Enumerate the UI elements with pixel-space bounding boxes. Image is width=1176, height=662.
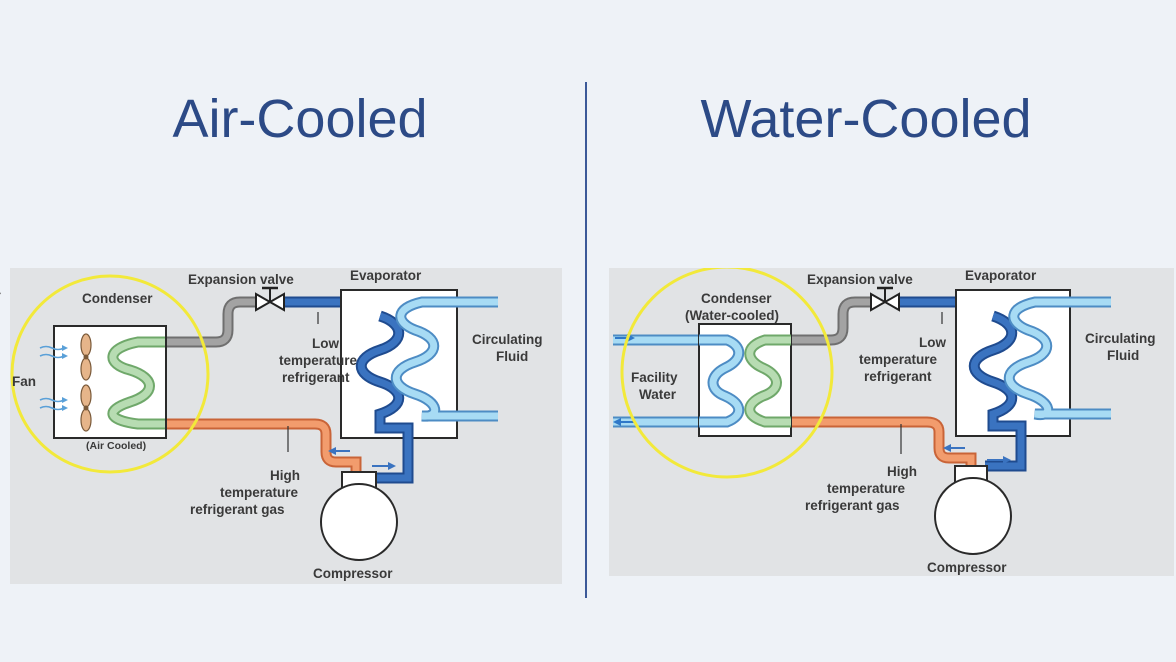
condenser-label-line1: Condenser	[701, 291, 772, 306]
flow-arrowhead-right	[1003, 456, 1011, 464]
low-temp-label-line1: Low	[919, 335, 946, 350]
high-temp-label-line3: refrigerant gas	[805, 498, 900, 513]
high-temp-label-line1: High	[270, 468, 300, 483]
valve-icon	[255, 286, 285, 312]
low-temp-label-line1: Low	[312, 336, 339, 351]
compressor-label: Compressor	[313, 566, 393, 581]
evaporator-refrigerant-coil	[357, 312, 412, 482]
water-cooled-diagram: Condenser (Water-cooled) Expansion valve…	[609, 268, 1174, 576]
compressor-label: Compressor	[927, 560, 1007, 575]
air-cooled-title: Air-Cooled	[172, 89, 428, 149]
water-cooled-title: Water-Cooled	[700, 89, 1032, 149]
expansion-valve-label: Expansion valve	[807, 272, 913, 287]
circulating-fluid-label-line2: Fluid	[496, 349, 528, 364]
expansion-valve-label: Expansion valve	[188, 272, 294, 287]
circulating-fluid-label-line2: Fluid	[1107, 348, 1139, 363]
air-cooled-diagram: Condenser Expansion valve Evaporator Low…	[10, 268, 562, 584]
condensed-pipe	[165, 298, 262, 346]
center-divider	[585, 82, 587, 598]
low-temp-label-line3: refrigerant	[864, 369, 932, 384]
condenser-highlight-circle	[10, 274, 210, 474]
fan-icon	[80, 333, 92, 381]
high-temp-label-line3: refrigerant gas	[190, 502, 285, 517]
low-temp-label-line2: temperature	[859, 352, 938, 367]
high-temp-label-line1: High	[887, 464, 917, 479]
condenser-highlight-circle	[620, 268, 834, 479]
facility-water-label-line2: Water	[639, 387, 677, 402]
air-flow-arrows	[39, 345, 68, 411]
left-edge-chevron-icon: ›	[0, 286, 2, 300]
condenser-label-line2: (Water-cooled)	[685, 308, 779, 323]
compressor-icon	[934, 477, 1012, 555]
evaporator-label: Evaporator	[965, 268, 1037, 283]
low-temp-label-line3: refrigerant	[282, 370, 350, 385]
condenser-label: Condenser	[82, 291, 153, 306]
air-cooled-label: (Air Cooled)	[86, 440, 146, 452]
circulating-fluid-coil	[1005, 298, 1111, 419]
high-temp-label-line2: temperature	[220, 485, 299, 500]
fan-label: Fan	[12, 374, 36, 389]
high-temp-pipe	[791, 418, 975, 468]
flow-arrowhead-left	[943, 444, 951, 452]
high-temp-pipe	[165, 420, 360, 478]
circulating-fluid-coil	[392, 298, 498, 420]
water-out-arrowhead	[613, 418, 621, 426]
flow-arrowhead-left	[328, 447, 336, 455]
evaporator-refrigerant-coil	[970, 312, 1025, 470]
condenser-coil	[109, 338, 165, 428]
circulating-fluid-label-line1: Circulating	[1085, 331, 1156, 346]
valve-icon	[870, 286, 900, 312]
high-temp-pipe-outline	[791, 416, 977, 468]
flow-arrowhead-right	[388, 462, 396, 470]
circulating-fluid-label-line1: Circulating	[472, 332, 543, 347]
condenser-coil	[746, 336, 791, 426]
high-temp-label-line2: temperature	[827, 481, 906, 496]
water-cooled-svg: Condenser (Water-cooled) Expansion valve…	[613, 268, 1156, 575]
fan-icon	[80, 384, 92, 432]
condenser-water-coil	[699, 336, 743, 426]
condensed-pipe-outline	[791, 296, 877, 346]
low-temp-label-line2: temperature	[279, 353, 358, 368]
facility-water-label-line1: Facility	[631, 370, 678, 385]
evaporator-label: Evaporator	[350, 268, 422, 283]
air-cooled-svg: Condenser Expansion valve Evaporator Low…	[10, 268, 543, 581]
condensed-pipe-outline	[165, 296, 262, 348]
condensed-pipe	[791, 298, 877, 344]
compressor-icon	[320, 483, 398, 561]
